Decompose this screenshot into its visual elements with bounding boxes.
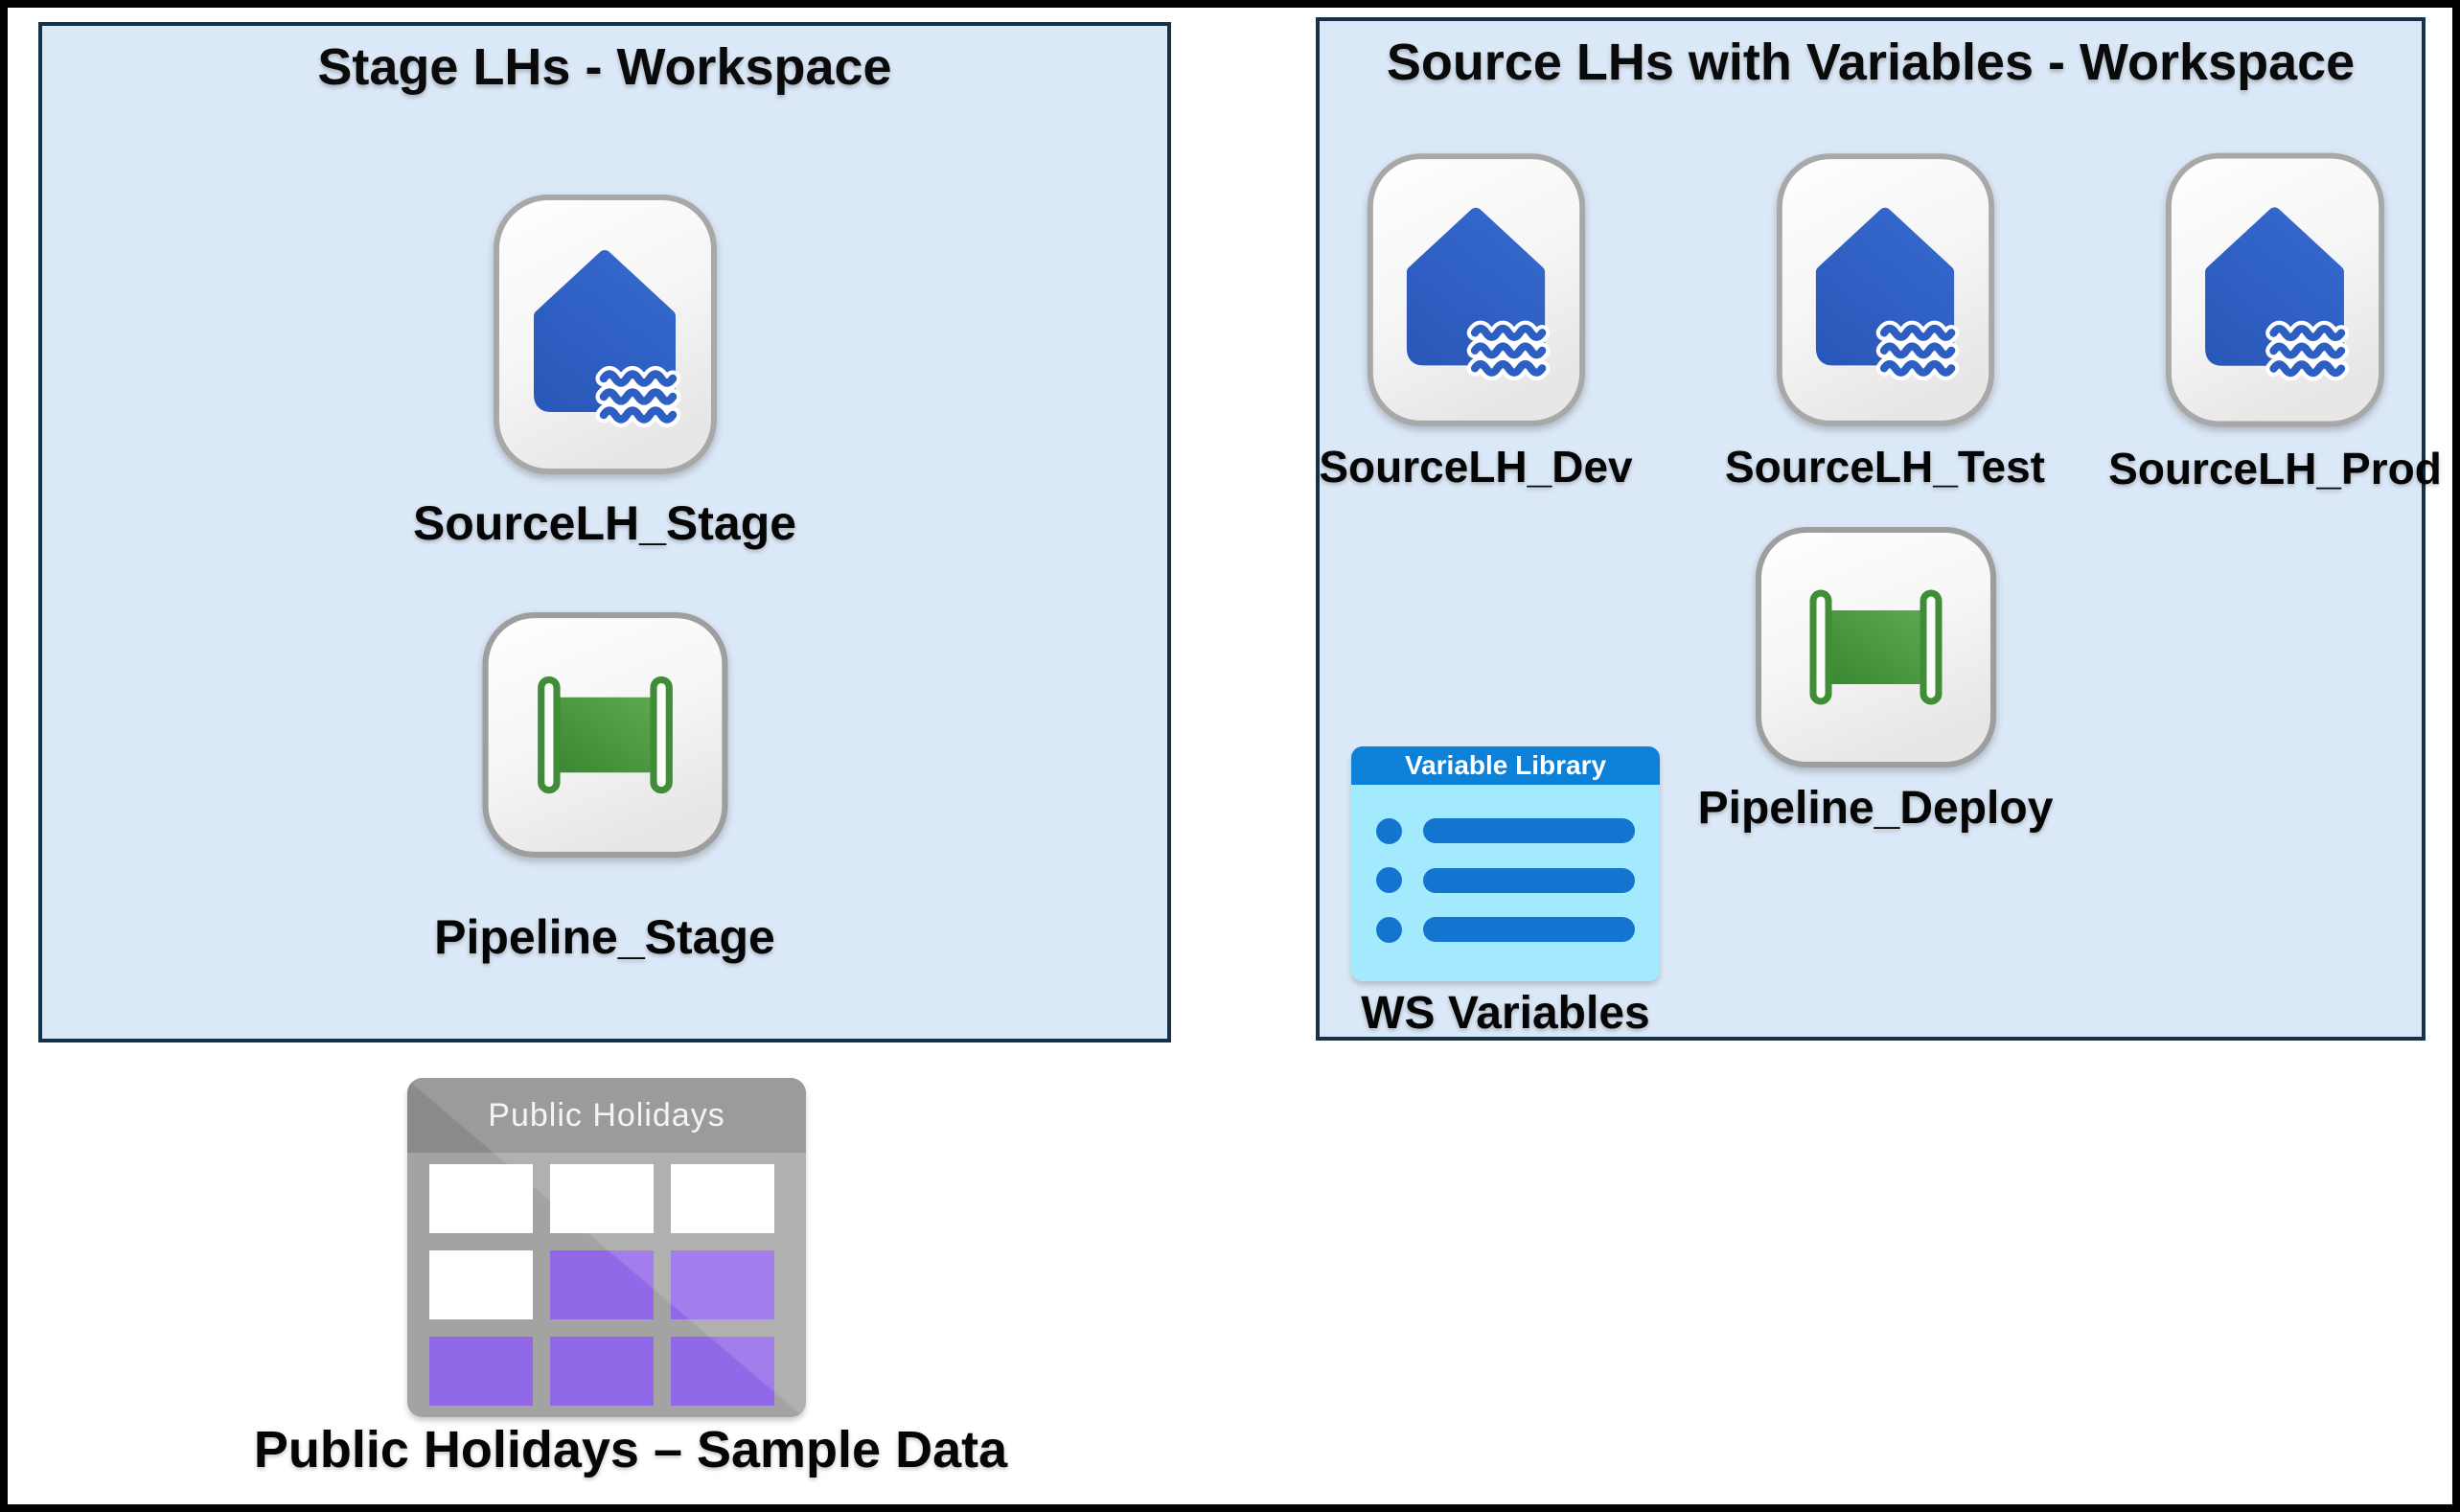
pipeline-post-left	[1809, 589, 1831, 705]
table-cell	[550, 1250, 654, 1319]
sample-data-table-icon: Public Holidays	[407, 1078, 806, 1417]
lakehouse-dev-item: SourceLH_Dev	[1299, 150, 1653, 493]
lakehouse-prod-label: SourceLH_Prod	[2108, 444, 2442, 493]
lakehouse-stage-item	[493, 194, 718, 475]
pipeline-post-left	[537, 676, 561, 794]
lakehouse-test-label: SourceLH_Test	[1724, 442, 2046, 492]
pipeline-band	[1825, 610, 1927, 684]
variable-bar-icon	[1423, 867, 1635, 893]
pipeline-icon	[1755, 527, 1996, 767]
pipeline-post-right	[1920, 589, 1942, 705]
pipeline-stage-item	[481, 611, 729, 859]
lakehouse-prod-item: SourceLH_Prod	[2098, 149, 2452, 494]
pipeline-deploy-item: Pipeline_Deploy	[1684, 526, 2067, 835]
table-cell	[671, 1250, 774, 1319]
bullet-dot-icon	[1376, 867, 1402, 893]
variable-bar-icon	[1423, 917, 1635, 942]
workspace-title-stage: Stage LHs - Workspace	[317, 38, 892, 96]
pipeline-icon	[482, 612, 727, 858]
variable-row	[1376, 817, 1635, 844]
workspace-box-stage: Stage LHs - Workspace	[38, 22, 1171, 1042]
table-cell	[429, 1164, 533, 1233]
variable-row	[1376, 867, 1635, 893]
table-cell	[671, 1164, 774, 1233]
sample-table-grid	[407, 1153, 806, 1406]
sample-table-header: Public Holidays	[407, 1078, 806, 1153]
lakehouse-icon	[493, 195, 717, 474]
waves-glyph	[1466, 320, 1550, 380]
bullet-dot-icon	[1376, 817, 1402, 844]
bullet-dot-icon	[1376, 916, 1402, 943]
waves-glyph	[1875, 320, 1959, 380]
lakehouse-test-item: SourceLH_Test	[1708, 150, 2062, 493]
pipeline-deploy-label: Pipeline_Deploy	[1697, 783, 2054, 834]
workspace-title-source: Source LHs with Variables - Workspace	[1386, 34, 2356, 91]
variable-library-icon: Variable Library	[1351, 746, 1660, 981]
variable-library-icon-title: Variable Library	[1351, 746, 1660, 785]
variable-bar-icon	[1423, 818, 1635, 843]
table-cell	[429, 1337, 533, 1406]
sample-data-label: Public Holidays – Sample Data	[253, 1421, 1008, 1478]
variable-library-label: WS Variables	[1361, 988, 1650, 1039]
table-cell	[671, 1337, 774, 1406]
variable-library-rows	[1351, 785, 1660, 981]
lakehouse-stage-label: SourceLH_Stage	[412, 496, 797, 550]
pipeline-band	[553, 697, 657, 773]
lakehouse-dev-label: SourceLH_Dev	[1319, 442, 1633, 492]
lakehouse-icon	[2165, 152, 2385, 427]
variable-row	[1376, 916, 1635, 943]
pipeline-post-right	[649, 676, 673, 794]
table-cell	[550, 1337, 654, 1406]
pipeline-stage-label: Pipeline_Stage	[434, 910, 775, 964]
waves-glyph	[2265, 320, 2350, 381]
lakehouse-icon	[1367, 153, 1585, 426]
table-cell	[429, 1250, 533, 1319]
table-cell	[550, 1164, 654, 1233]
waves-glyph	[595, 366, 680, 427]
variable-library-item: Variable Library	[1351, 746, 1660, 981]
workspace-box-source: Source LHs with Variables - Workspace	[1316, 17, 2442, 1041]
lakehouse-icon	[1776, 153, 1994, 426]
